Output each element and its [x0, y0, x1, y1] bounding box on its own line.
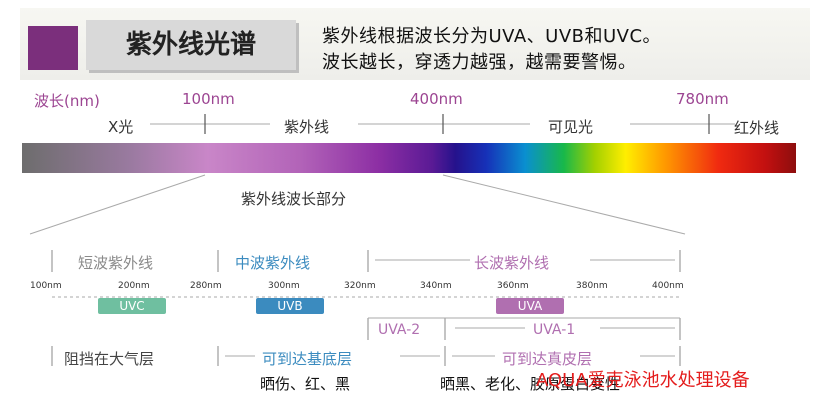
band-shortwave: 短波紫外线 — [78, 254, 154, 272]
reach-atmosphere: 阻挡在大气层 — [64, 350, 155, 368]
band-midwave: 中波紫外线 — [235, 254, 311, 272]
uv-zoom-label: 紫外线波长部分 — [241, 190, 347, 208]
tick-label: 200nm — [118, 281, 150, 291]
tick-400nm: 400nm — [410, 90, 463, 108]
effect-uvb: 晒伤、红、黑 — [260, 375, 351, 393]
tick-label: 280nm — [190, 281, 222, 291]
tick-label: 340nm — [420, 281, 452, 291]
watermark: AQUA爱克泳池水处理设备 — [536, 370, 750, 391]
effect-uva: 晒黑、老化、胶原蛋白变性 — [440, 375, 621, 393]
page-title: 紫外线光谱 — [125, 30, 256, 60]
reach-basal: 可到达基底层 — [262, 350, 353, 368]
accent-block — [28, 26, 78, 70]
uvb-pill: UVB — [256, 298, 324, 314]
tick-label: 380nm — [576, 281, 608, 291]
band-longwave: 长波紫外线 — [474, 254, 550, 272]
region-xray: X光 — [108, 118, 134, 136]
region-visible: 可见光 — [548, 118, 594, 136]
wavelength-label: 波长(nm) — [34, 92, 100, 110]
reach-dermis: 可到达真皮层 — [502, 350, 593, 368]
tick-label: 320nm — [344, 281, 376, 291]
uva1-label: UVA-1 — [533, 322, 576, 338]
region-uv: 紫外线 — [284, 118, 330, 136]
region-infrared: 红外线 — [734, 119, 780, 137]
uvc-pill: UVC — [98, 298, 166, 314]
tick-label: 360nm — [497, 281, 529, 291]
uva2-label: UVA-2 — [378, 322, 421, 338]
description-line-2: 波长越长，穿透力越强，越需要警惕。 — [322, 52, 637, 73]
tick-780nm: 780nm — [676, 90, 729, 108]
spectrum-bar — [22, 143, 796, 173]
title-box — [86, 20, 296, 70]
tick-label: 400nm — [652, 281, 684, 291]
uva-pill: UVA — [496, 298, 564, 314]
tick-100nm: 100nm — [182, 90, 235, 108]
tick-label: 300nm — [268, 281, 300, 291]
description-line-1: 紫外线根据波长分为UVA、UVB和UVC。 — [322, 26, 662, 47]
tick-label: 100nm — [30, 281, 62, 291]
